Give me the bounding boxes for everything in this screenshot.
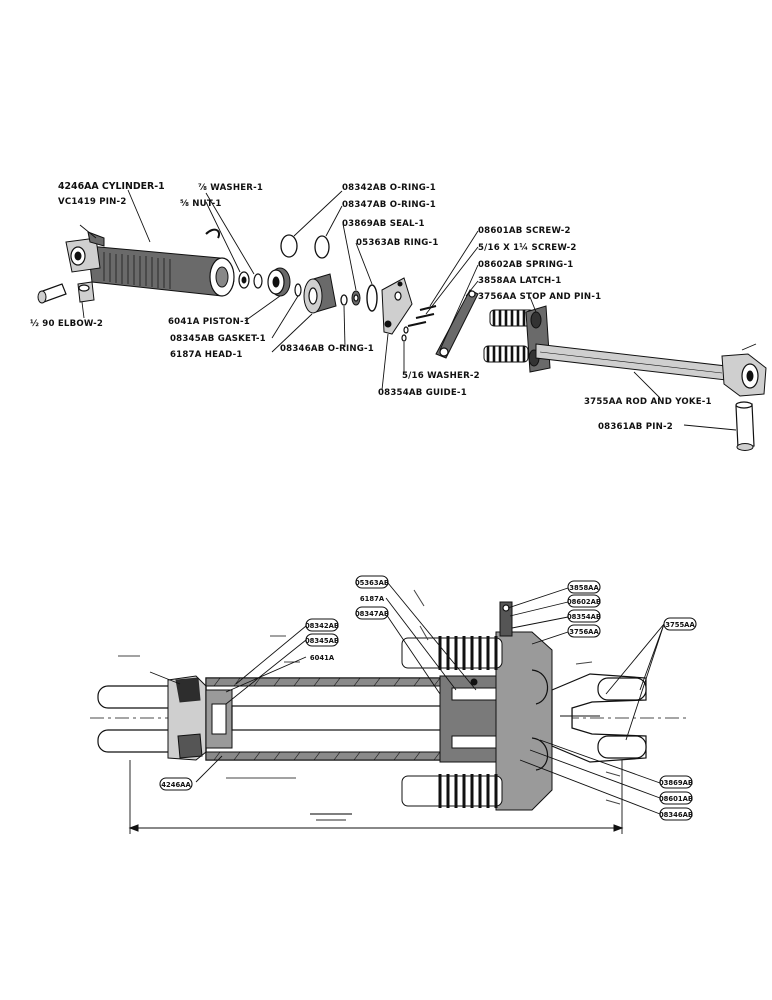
- label-rod-and-yoke: 3755AA ROD AND YOKE-1: [584, 397, 712, 407]
- section-upper-spring: [401, 636, 503, 670]
- gasket-part: [294, 283, 302, 297]
- pin-08361-part: [735, 401, 755, 451]
- label-stop-and-pin: 3756AA STOP AND PIN-1: [478, 292, 601, 302]
- section-tag-6041: 6041A: [310, 654, 335, 662]
- cylinder-part: [65, 224, 235, 297]
- clip-part: [205, 228, 220, 239]
- label-guide: 08354AB GUIDE-1: [378, 388, 467, 398]
- section-tag-08342: 08342AB: [305, 618, 339, 632]
- section-tag-08354: 08354AB: [567, 609, 601, 623]
- rod-and-yoke-part: [535, 343, 767, 397]
- tag-08347-label: 08347AB: [355, 610, 389, 618]
- overall-dimension: [128, 760, 624, 834]
- left-clevis: [97, 671, 207, 761]
- label-cylinder: 4246AA CYLINDER-1: [58, 181, 165, 192]
- washer-part: [253, 273, 263, 289]
- tag-3755-label: 3755AA: [665, 621, 695, 629]
- tag-03869-label: 03869AB: [659, 779, 693, 787]
- label-oring-08347: 08347AB O-RING-1: [342, 200, 436, 210]
- section-tag-3756: 3756AA: [567, 624, 601, 638]
- tag-6041-label: 6041A: [310, 654, 335, 662]
- label-gasket: 08345AB GASKET-1: [170, 334, 266, 344]
- label-seal: 03869AB SEAL-1: [342, 219, 425, 229]
- head-part: [303, 273, 337, 314]
- tag-6187-label: 6187A: [360, 595, 385, 603]
- seal-part: [351, 290, 361, 306]
- label-nut: ⅝ NUT-1: [180, 199, 222, 209]
- section-view: 05363AB 6187A 08347AB 08342AB 08345AB 60…: [90, 575, 697, 834]
- piston-part: [267, 267, 291, 297]
- section-notes-marks: [118, 589, 621, 805]
- section-leaders: [195, 582, 665, 815]
- section-tag-08601: 08601AB: [659, 791, 693, 805]
- section-tag-08602: 08602AB: [567, 594, 601, 608]
- screws-part: [401, 305, 437, 342]
- exploded-view: 4246AA CYLINDER-1 VC1419 PIN-2 ⅞ WASHER-…: [30, 181, 767, 451]
- tag-4246-label: 4246AA: [161, 781, 191, 789]
- stop-and-pin-part: [525, 305, 551, 373]
- right-yoke: [551, 673, 647, 763]
- label-piston: 6041A PISTON-1: [168, 317, 250, 327]
- tag-08345-label: 08345AB: [305, 637, 339, 645]
- tag-08342-label: 08342AB: [305, 622, 339, 630]
- tag-05363-label: 05363AB: [355, 579, 389, 587]
- tag-08601-label: 08601AB: [659, 795, 693, 803]
- label-pin-2-top: VC1419 PIN-2: [58, 197, 127, 207]
- tag-3858-label: 3858AA: [569, 584, 599, 592]
- section-tag-4246: 4246AA: [159, 777, 193, 791]
- label-spring: 08602AB SPRING-1: [478, 260, 573, 270]
- tag-08354-label: 08354AB: [567, 613, 601, 621]
- guide-part: [381, 277, 413, 335]
- oring-08347-part: [314, 235, 330, 259]
- section-tag-08347: 08347AB: [355, 606, 389, 620]
- ring-part: [366, 284, 378, 312]
- label-washer: ⅞ WASHER-1: [198, 183, 263, 193]
- section-tag-3755: 3755AA: [663, 617, 697, 631]
- section-tag-05363: 05363AB: [355, 575, 389, 589]
- tag-3756-label: 3756AA: [569, 628, 599, 636]
- label-elbow: ½ 90 ELBOW-2: [30, 318, 103, 329]
- label-latch: 3858AA LATCH-1: [478, 276, 561, 286]
- section-tag-08346: 08346AB: [659, 807, 693, 821]
- section-tag-6187: 6187A: [360, 595, 385, 603]
- label-oring-08342: 08342AB O-RING-1: [342, 183, 436, 193]
- section-tag-03869: 03869AB: [659, 775, 693, 789]
- label-oring-08346: 08346AB O-RING-1: [280, 344, 374, 354]
- label-washer-2: 5/16 WASHER-2: [402, 371, 480, 381]
- label-pin-2-bottom: 08361AB PIN-2: [598, 422, 673, 432]
- nut-part: [238, 271, 250, 289]
- tag-08602-label: 08602AB: [567, 598, 601, 606]
- exploded-leaders: [81, 189, 737, 431]
- label-screw-516: 5/16 X 1¼ SCREW-2: [478, 242, 577, 253]
- label-head: 6187A HEAD-1: [170, 350, 243, 360]
- oring-08342-part: [280, 234, 298, 258]
- elbow-and-pin: [37, 281, 95, 304]
- latch-part: [435, 289, 479, 359]
- label-screw-08601: 08601AB SCREW-2: [478, 226, 571, 236]
- label-ring: 05363AB RING-1: [356, 238, 439, 248]
- tag-08346-label: 08346AB: [659, 811, 693, 819]
- section-lower-spring: [401, 774, 503, 808]
- oring-08346-part: [340, 294, 348, 306]
- section-tag-08345: 08345AB: [305, 633, 339, 647]
- section-tag-3858: 3858AA: [567, 580, 601, 594]
